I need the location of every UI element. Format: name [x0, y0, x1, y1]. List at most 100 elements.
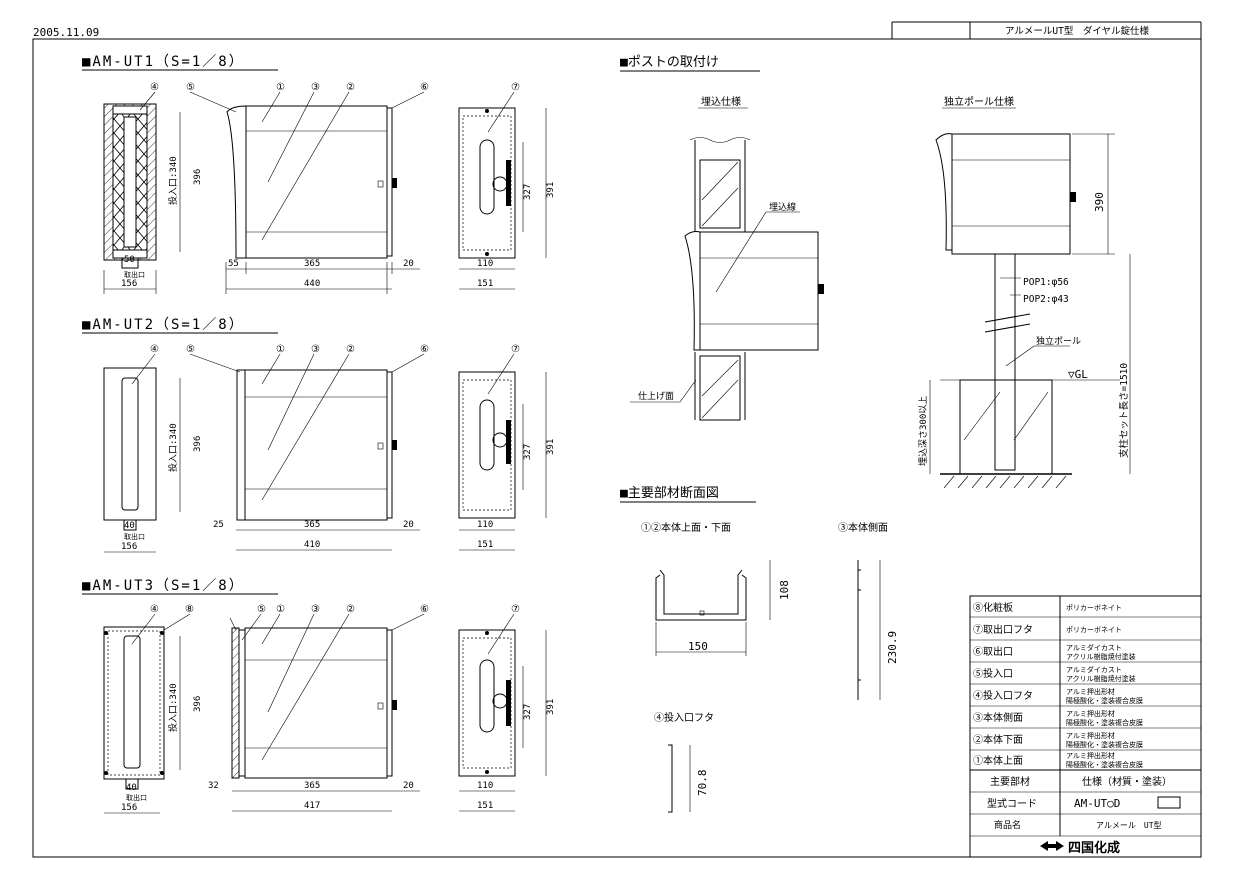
pole-pop2: POP2:φ43: [1023, 294, 1069, 305]
cross-3-profile: [857, 560, 861, 700]
table-part-5: ⑤投入口: [973, 667, 1013, 680]
ut2-dim-391: 391: [546, 439, 556, 455]
ut3-dim-110: 110: [477, 781, 493, 791]
table-spec-1a: アルミ押出形材: [1066, 751, 1115, 760]
ut1-back-view: [458, 107, 516, 259]
table-spec-1b: 陽極酸化・塗装複合皮膜: [1066, 760, 1143, 769]
mount-embedded-label: 埋込仕様: [701, 95, 741, 108]
ut3-dim-slot: 投入口:340: [167, 683, 179, 732]
table-spec-3b: 陽極酸化・塗装複合皮膜: [1066, 718, 1143, 727]
ut2-dim-410: 410: [304, 540, 320, 550]
ut2-dim-365: 365: [304, 520, 320, 530]
ut3-front-view: [103, 626, 165, 790]
table-header-part: 主要部材: [990, 775, 1030, 788]
ut2-marker-5: ⑤: [186, 344, 195, 355]
table-code-box: [1157, 796, 1181, 809]
ut2-dim-396: 396: [193, 436, 203, 452]
sheet-frame: [32, 38, 1202, 858]
ut1-dim-156: 156: [121, 279, 137, 289]
ut1-dim-20: 20: [403, 259, 414, 269]
ut1-dim-365: 365: [304, 259, 320, 269]
sections-title: ■主要部材断面図: [620, 486, 719, 501]
ut3-dim-391: 391: [546, 699, 556, 715]
table-name-value: アルメール UT型: [1096, 821, 1162, 830]
section-title-ut3: ■AM-UT3（S=1／8）: [82, 578, 245, 594]
cross-4-label: ④投入口フタ: [654, 711, 714, 724]
cross-12-dim-108: 108: [778, 580, 791, 600]
ut2-dim-156: 156: [121, 542, 137, 552]
ut2-marker-6: ⑥: [420, 344, 429, 355]
table-spec-5b: アクリル樹脂焼付塗装: [1066, 674, 1136, 683]
table-code-label: 型式コード: [987, 797, 1037, 810]
ut3-side-view: [231, 627, 397, 779]
pole-mount-drawing: [935, 133, 1120, 489]
ut2-marker-3: ③: [311, 344, 320, 355]
ut3-marker-5: ⑤: [257, 604, 266, 615]
ut3-dim-32: 32: [208, 781, 219, 791]
mount-finish-label: 仕上げ面: [638, 390, 674, 402]
table-part-1: ①本体上面: [973, 754, 1023, 767]
ut3-dim-151: 151: [477, 801, 493, 811]
ut1-side-view: [226, 105, 397, 259]
ut3-marker-3: ③: [311, 604, 320, 615]
ut2-dim-40: 40: [124, 521, 135, 531]
mount-pole-label: 独立ポール仕様: [944, 95, 1014, 108]
ut1-slot-label: 取出口: [124, 270, 145, 279]
cross-4-dim-70: 70.8: [696, 770, 709, 797]
ut1-marker-3: ③: [311, 82, 320, 93]
cross-3-dim-230: 230.9: [886, 631, 899, 664]
ut3-marker-6: ⑥: [420, 604, 429, 615]
ut3-marker-1: ①: [276, 604, 285, 615]
ut3-dim-156: 156: [121, 803, 137, 813]
ut1-marker-2: ②: [346, 82, 355, 93]
sheet-title: アルメールUT型 ダイヤル錠仕様: [1005, 25, 1150, 37]
section-title-ut2: ■AM-UT2（S=1／8）: [82, 317, 245, 333]
ut1-front-view: [103, 103, 157, 269]
ut2-dim-20: 20: [403, 520, 414, 530]
table-spec-6a: アルミダイカスト: [1066, 643, 1122, 652]
cross-3-label: ③本体側面: [838, 521, 888, 534]
ut2-dim-151: 151: [477, 540, 493, 550]
ut2-marker-7: ⑦: [511, 344, 520, 355]
ut1-dim-110: 110: [477, 259, 493, 269]
ut3-dim-20: 20: [403, 781, 414, 791]
ut3-marker-4: ④: [150, 604, 159, 615]
ut3-marker-8: ⑧: [185, 604, 194, 615]
ut1-marker-7: ⑦: [511, 82, 520, 93]
pole-depth: 埋込深さ300以上: [918, 396, 929, 466]
ut1-dim-50: 50: [124, 255, 135, 265]
table-spec-2a: アルミ押出形材: [1066, 731, 1115, 740]
table-header-spec: 仕様（材質・塗装）: [1082, 775, 1172, 788]
pole-gl: ▽GL: [1068, 368, 1088, 381]
ut2-marker-4: ④: [150, 344, 159, 355]
ut2-marker-2: ②: [346, 344, 355, 355]
mount-embed-line-label: 埋込線: [769, 201, 796, 213]
pole-label: 独立ポール: [1036, 335, 1081, 347]
ut1-dim-327: 327: [523, 184, 533, 200]
table-code-value: AM-UT○D: [1074, 797, 1120, 810]
table-spec-3a: アルミ押出形材: [1066, 709, 1115, 718]
table-spec-4a: アルミ押出形材: [1066, 687, 1115, 696]
ut3-marker-7: ⑦: [511, 604, 520, 615]
ut2-dim-25: 25: [213, 520, 224, 530]
mount-title: ■ポストの取付け: [620, 55, 719, 70]
company-name: 四国化成: [1068, 840, 1120, 856]
table-part-4: ④投入口フタ: [973, 689, 1033, 702]
ut2-back-view: [458, 371, 516, 519]
ut3-dim-40: 40: [126, 783, 137, 793]
ut2-marker-1: ①: [276, 344, 285, 355]
ut3-dim-327: 327: [523, 704, 533, 720]
company-logo-icon: [1040, 841, 1064, 851]
table-part-2: ②本体下面: [973, 733, 1023, 746]
table-spec-5a: アルミダイカスト: [1066, 665, 1122, 674]
cross-4-profile: [668, 744, 673, 813]
ut1-dim-55: 55: [228, 259, 239, 269]
cross-12-label: ①②本体上面・下面: [641, 521, 731, 534]
ut2-slot-label: 取出口: [124, 532, 145, 541]
table-name-label: 商品名: [994, 819, 1021, 831]
ut2-front-view: [103, 367, 157, 531]
parts-table: [969, 595, 1202, 858]
ut1-dim-391: 391: [546, 182, 556, 198]
ut3-dim-417: 417: [304, 801, 320, 811]
